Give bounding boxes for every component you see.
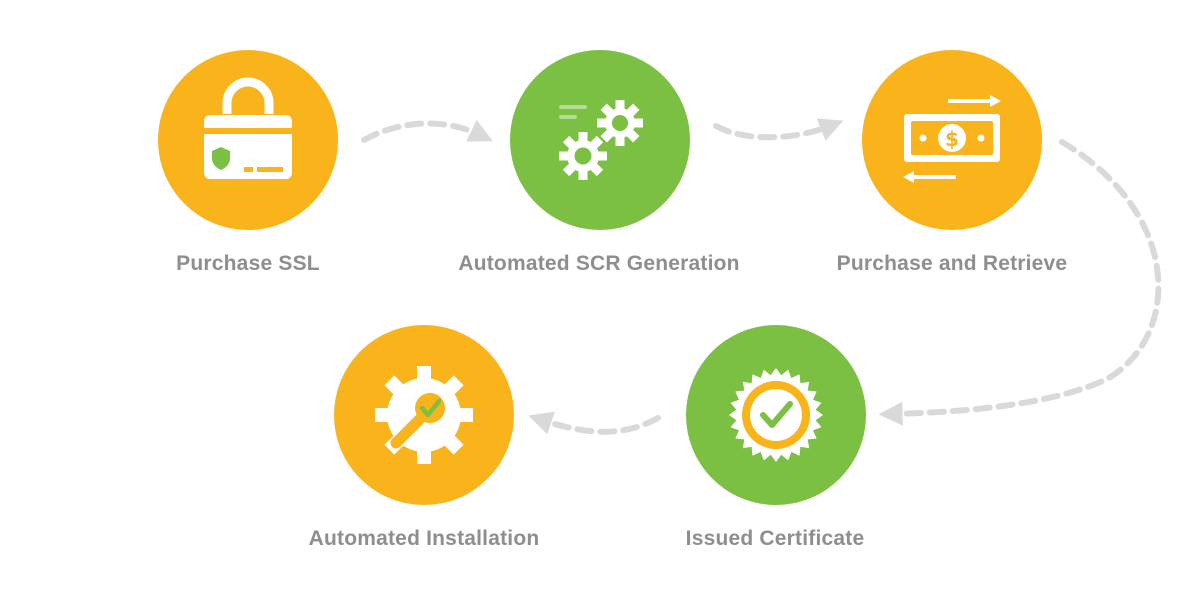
step-label-automated-scr-generation: Automated SCR Generation [458, 252, 740, 275]
step-label-issued-certificate: Issued Certificate [685, 527, 865, 550]
svg-text:$: $ [945, 127, 959, 151]
step-label-purchase-and-retrieve: Purchase and Retrieve [836, 252, 1068, 275]
gear-wrench-check-icon [375, 366, 473, 464]
step-automated-scr-generation [510, 50, 690, 230]
arrow-step1-to-step2 [361, 120, 493, 143]
padlock-card-icon [204, 77, 292, 179]
step-purchase-ssl [158, 50, 338, 230]
gears-icon [559, 100, 643, 180]
arrow-step3-to-step5 [878, 139, 1162, 426]
step-automated-installation [334, 325, 514, 505]
step-label-automated-installation: Automated Installation [308, 527, 540, 550]
step-label-purchase-ssl: Purchase SSL [176, 252, 320, 275]
arrow-step2-to-step3 [713, 118, 844, 141]
step-purchase-and-retrieve: $ [862, 50, 1042, 230]
certificate-badge-icon [729, 368, 823, 462]
arrow-step5-to-step4 [528, 411, 661, 435]
step-issued-certificate [686, 325, 866, 505]
money-exchange-icon: $ [903, 95, 1001, 183]
